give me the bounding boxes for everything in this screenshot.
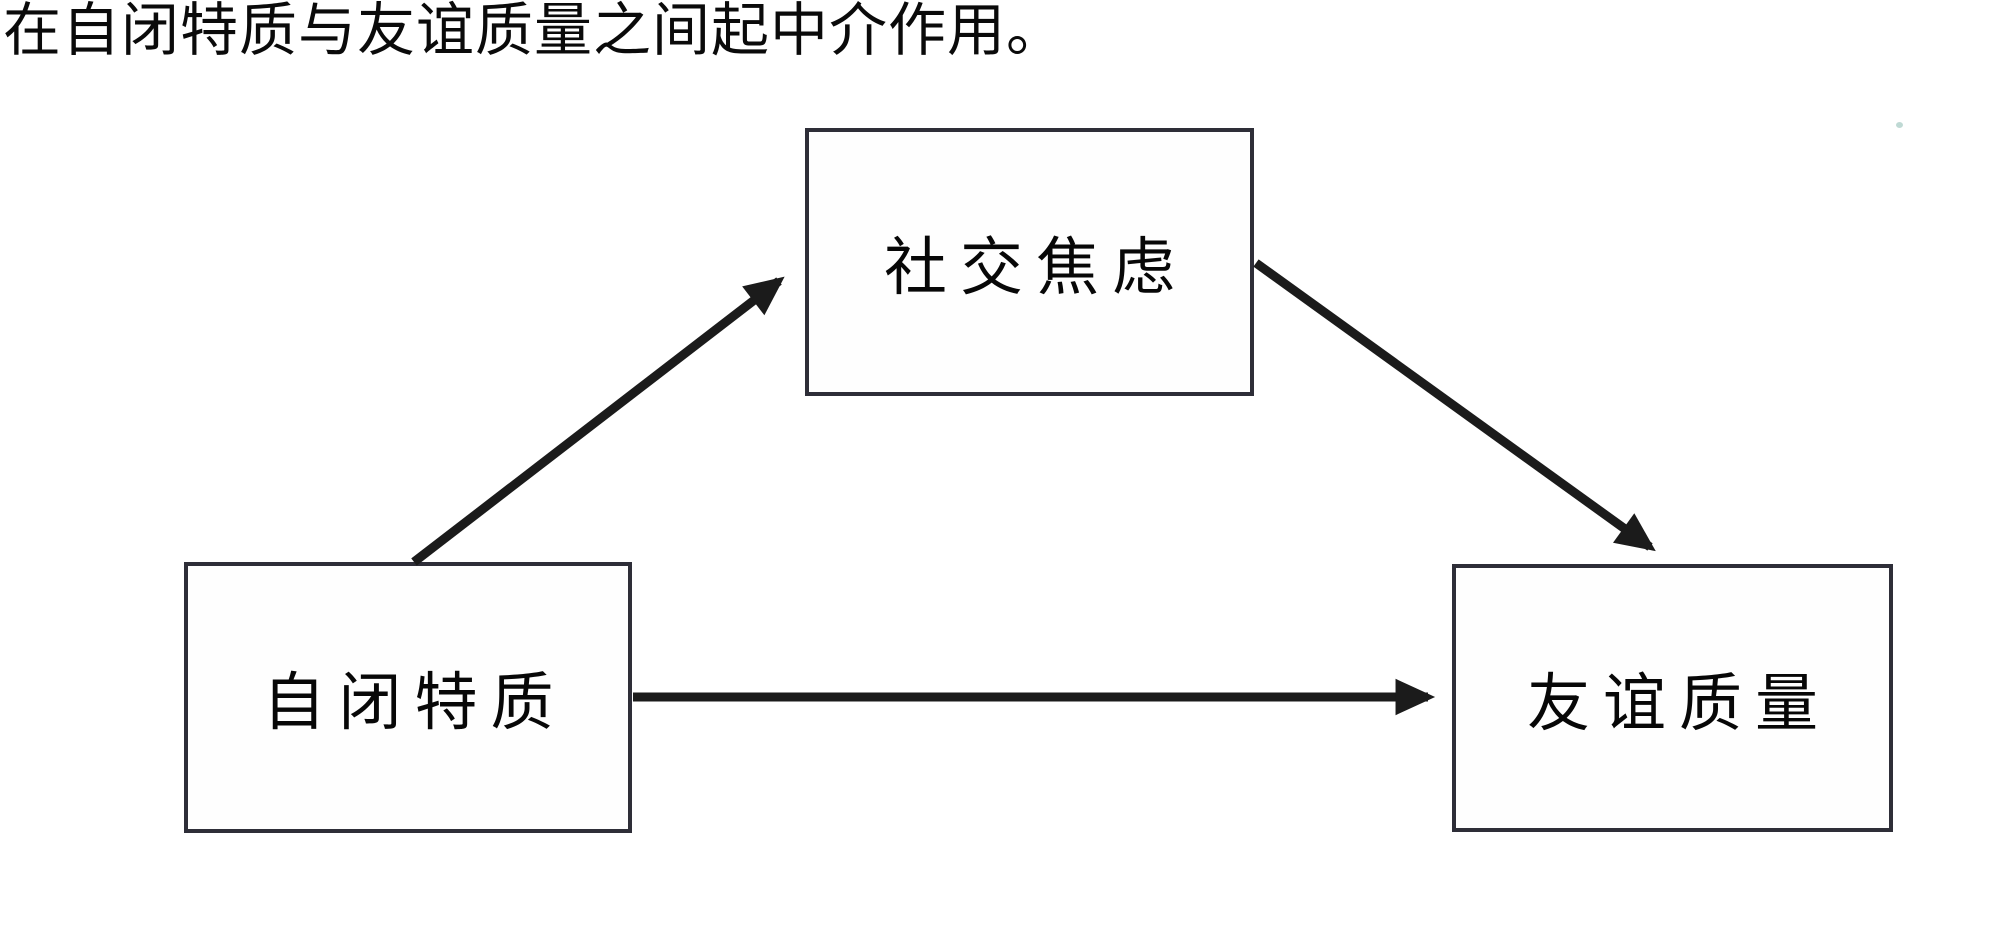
node-social-anxiety: 社交焦虑: [805, 128, 1254, 396]
arrow-autistic-traits-to-social-anxiety: [411, 276, 785, 566]
arrow-social-anxiety-to-friendship-quality: [1253, 259, 1656, 552]
scan-artifact-dot: [1896, 122, 1903, 128]
node-friendship-quality: 友谊质量: [1452, 564, 1893, 832]
figure-caption: 在自闭特质与友谊质量之间起中介作用。: [3, 0, 1066, 63]
node-autistic-traits: 自闭特质: [184, 562, 632, 833]
